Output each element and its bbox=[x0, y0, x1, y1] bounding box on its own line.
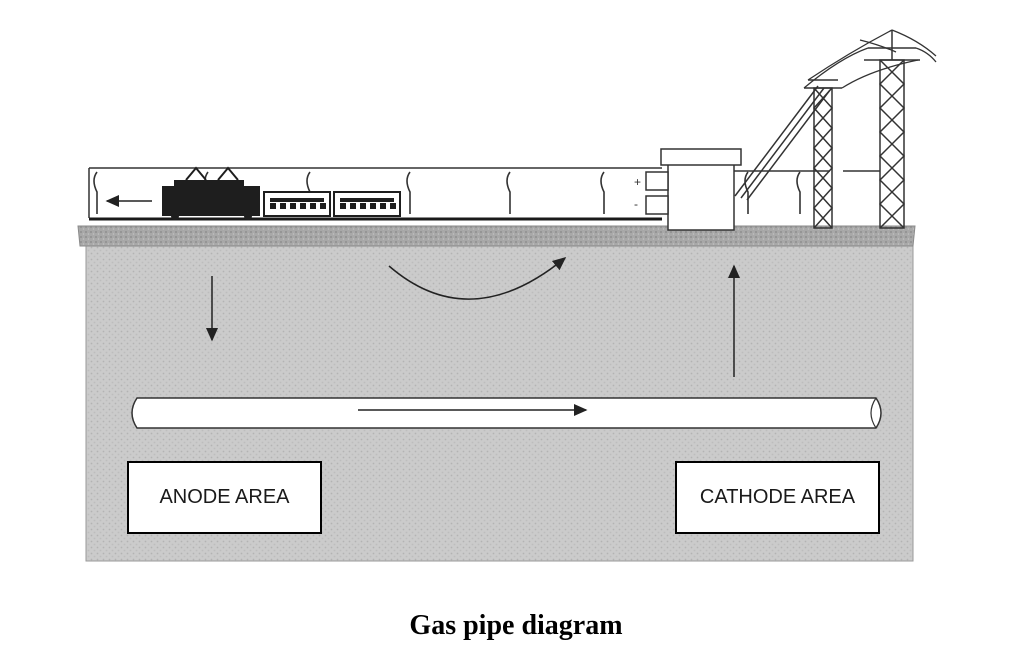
stray-current-arc-arrow bbox=[388, 257, 567, 300]
cathode-area-label: CATHODE AREA bbox=[699, 486, 856, 508]
figure-caption: Gas pipe diagram bbox=[409, 610, 623, 641]
power-lines bbox=[803, 29, 937, 89]
ground-surface bbox=[77, 225, 916, 247]
locomotive bbox=[162, 166, 260, 220]
minus-terminal-label: - bbox=[634, 197, 638, 211]
carriage-windows bbox=[270, 203, 396, 209]
transmission-tower-large bbox=[864, 30, 920, 229]
anode-area-label: ANODE AREA bbox=[159, 486, 290, 508]
gas-pipe bbox=[131, 397, 882, 429]
anode-area-box: ANODE AREA bbox=[127, 461, 322, 534]
cathode-area-box: CATHODE AREA bbox=[675, 461, 880, 534]
feeder-cables bbox=[734, 85, 831, 201]
plus-terminal-label: + bbox=[634, 175, 641, 189]
transmission-tower-small bbox=[804, 79, 842, 229]
substation bbox=[645, 148, 742, 231]
